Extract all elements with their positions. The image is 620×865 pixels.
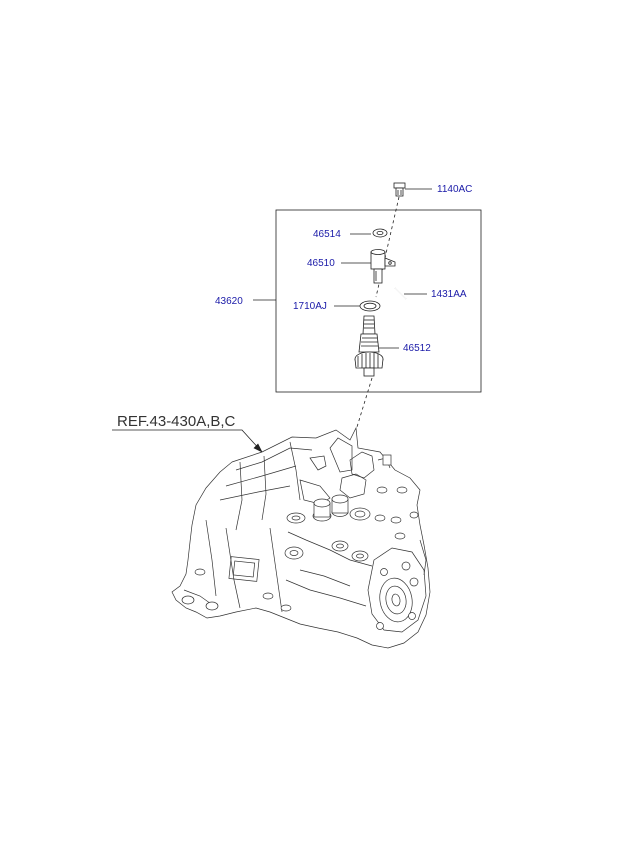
callout-1140AC[interactable]: 1140AC xyxy=(437,184,472,195)
callout-1710AJ[interactable]: 1710AJ xyxy=(293,301,327,312)
pin-part xyxy=(394,287,407,300)
gear-part xyxy=(354,315,384,377)
transmission-housing xyxy=(171,426,431,649)
nut-part xyxy=(372,228,388,238)
callout-43620[interactable]: 43620 xyxy=(215,296,243,307)
sensor-part xyxy=(370,249,396,284)
callout-46514[interactable]: 46514 xyxy=(313,229,341,240)
bolt-part xyxy=(393,182,406,197)
callout-46512[interactable]: 46512 xyxy=(403,343,431,354)
assembly-frame xyxy=(275,209,482,393)
callout-46510[interactable]: 46510 xyxy=(307,258,335,269)
oring-part xyxy=(359,300,381,312)
callout-1431AA[interactable]: 1431AA xyxy=(431,289,467,300)
reference-label[interactable]: REF.43-430A,B,C xyxy=(117,413,236,430)
